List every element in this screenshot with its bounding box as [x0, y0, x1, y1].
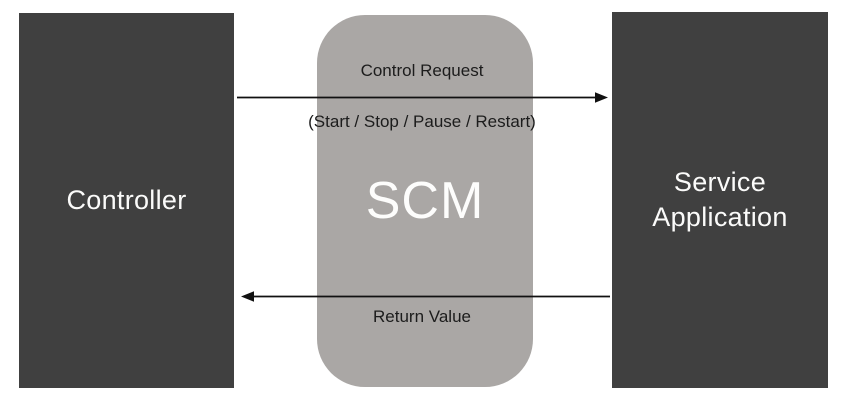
- return-value-label: Return Value: [373, 307, 471, 326]
- control-request-label: Control Request: [360, 61, 484, 80]
- service-application-box-label: Service Application: [652, 166, 788, 232]
- service-application-box: Service Application: [612, 12, 828, 388]
- arrowhead-right-icon: [595, 92, 608, 103]
- controller-box: Controller: [19, 13, 234, 388]
- scm-box-label: SCM: [365, 172, 485, 230]
- controller-box-label: Controller: [66, 185, 187, 215]
- control-request-params-label: (Start / Stop / Pause / Restart): [308, 112, 536, 131]
- scm-box: SCM: [317, 15, 533, 387]
- arrowhead-left-icon: [241, 291, 254, 302]
